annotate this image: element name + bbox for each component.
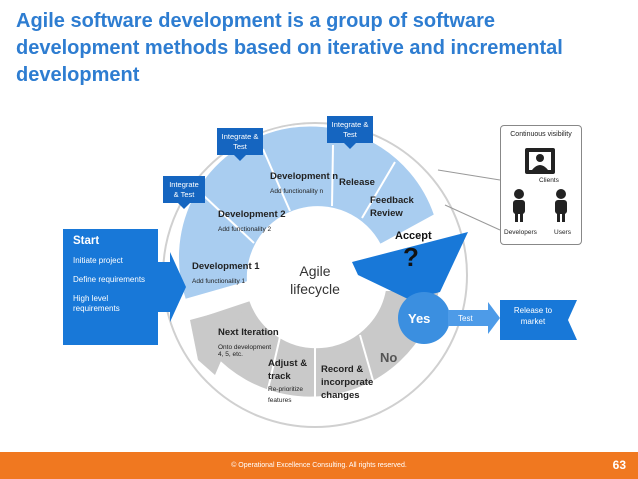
test-arrow bbox=[448, 302, 500, 334]
start-arrow bbox=[158, 252, 186, 322]
accept-arrow bbox=[352, 232, 468, 300]
segment-adjust-track: Adjust & track Re-prioritize features bbox=[268, 356, 318, 406]
page-title: Agile software development is a group of… bbox=[16, 10, 563, 86]
segment-development-1: Development 1 Add functionality 1 bbox=[192, 256, 267, 285]
visibility-title: Continuous visibility bbox=[510, 131, 572, 138]
segment-development-2: Development 2 Add functionality 2 bbox=[218, 204, 293, 233]
developers-label: Developers bbox=[504, 229, 537, 236]
segment-title: Development n bbox=[270, 171, 339, 182]
segment-subtitle: Add functionality n bbox=[270, 188, 324, 195]
segment-title: Release bbox=[339, 177, 375, 188]
integrate-test-callout-2: Integrate & Test bbox=[217, 128, 263, 161]
center-label: Agile lifecycle bbox=[280, 262, 350, 298]
integrate-test-callout-1: Integrate & Test bbox=[163, 176, 205, 209]
segment-title: Adjust & track bbox=[268, 358, 308, 382]
segment-title: Feedback Review bbox=[370, 195, 414, 219]
next-iteration-arrowhead bbox=[190, 305, 245, 375]
segment-title: Development 2 bbox=[218, 209, 286, 220]
developer-icon bbox=[513, 189, 525, 222]
segment-title: Development 1 bbox=[192, 261, 260, 272]
accept-question-mark: ? bbox=[403, 242, 419, 272]
yes-label: Yes bbox=[408, 311, 431, 326]
no-label: No bbox=[380, 350, 398, 365]
release-to-market-banner bbox=[500, 300, 577, 340]
segment-record: Record & incorporate changes bbox=[321, 362, 374, 401]
continuous-visibility-box: Continuous visibility Clients Developers… bbox=[500, 125, 582, 245]
user-icon bbox=[555, 189, 567, 222]
footer-bar: © Operational Excellence Consulting. All… bbox=[0, 452, 638, 479]
segment-feedback-review: Feedback Review bbox=[370, 193, 415, 219]
users-label: Users bbox=[554, 229, 571, 236]
start-heading: Start bbox=[73, 235, 100, 247]
center-label-line1: Agile bbox=[299, 263, 331, 279]
clients-label: Clients bbox=[539, 177, 559, 184]
page-number: 63 bbox=[612, 458, 626, 472]
segment-subtitle: Re-prioritize features bbox=[268, 386, 304, 404]
segment-development-n: Development n Add functionality n bbox=[270, 166, 340, 195]
release-to-market-label: Release to market bbox=[513, 306, 553, 326]
yes-circle bbox=[398, 292, 450, 344]
integrate-test-callout-3: Integrate & Test bbox=[327, 116, 373, 149]
start-box: Start Initiate project Define requiremen… bbox=[63, 229, 158, 345]
footer-copyright: © Operational Excellence Consulting. All… bbox=[231, 462, 407, 469]
segment-subtitle: Onto development 4, 5, etc. bbox=[218, 344, 272, 358]
segment-title: Next Iteration bbox=[218, 327, 279, 338]
segment-release: Release bbox=[339, 172, 375, 190]
segment-title: Record & incorporate changes bbox=[321, 364, 374, 401]
segment-next-iteration: Next Iteration Onto development 4, 5, et… bbox=[218, 322, 288, 358]
start-item: Initiate project bbox=[73, 256, 123, 265]
start-item: Define requirements bbox=[73, 275, 146, 284]
test-label: Test bbox=[458, 314, 473, 323]
center-label-line2: lifecycle bbox=[290, 281, 340, 297]
segment-subtitle: Add functionality 1 bbox=[192, 278, 246, 285]
segment-accept: Accept bbox=[395, 230, 432, 242]
segment-subtitle: Add functionality 2 bbox=[218, 226, 272, 233]
start-item: High level requirements bbox=[73, 294, 120, 313]
people-icons bbox=[513, 148, 567, 222]
